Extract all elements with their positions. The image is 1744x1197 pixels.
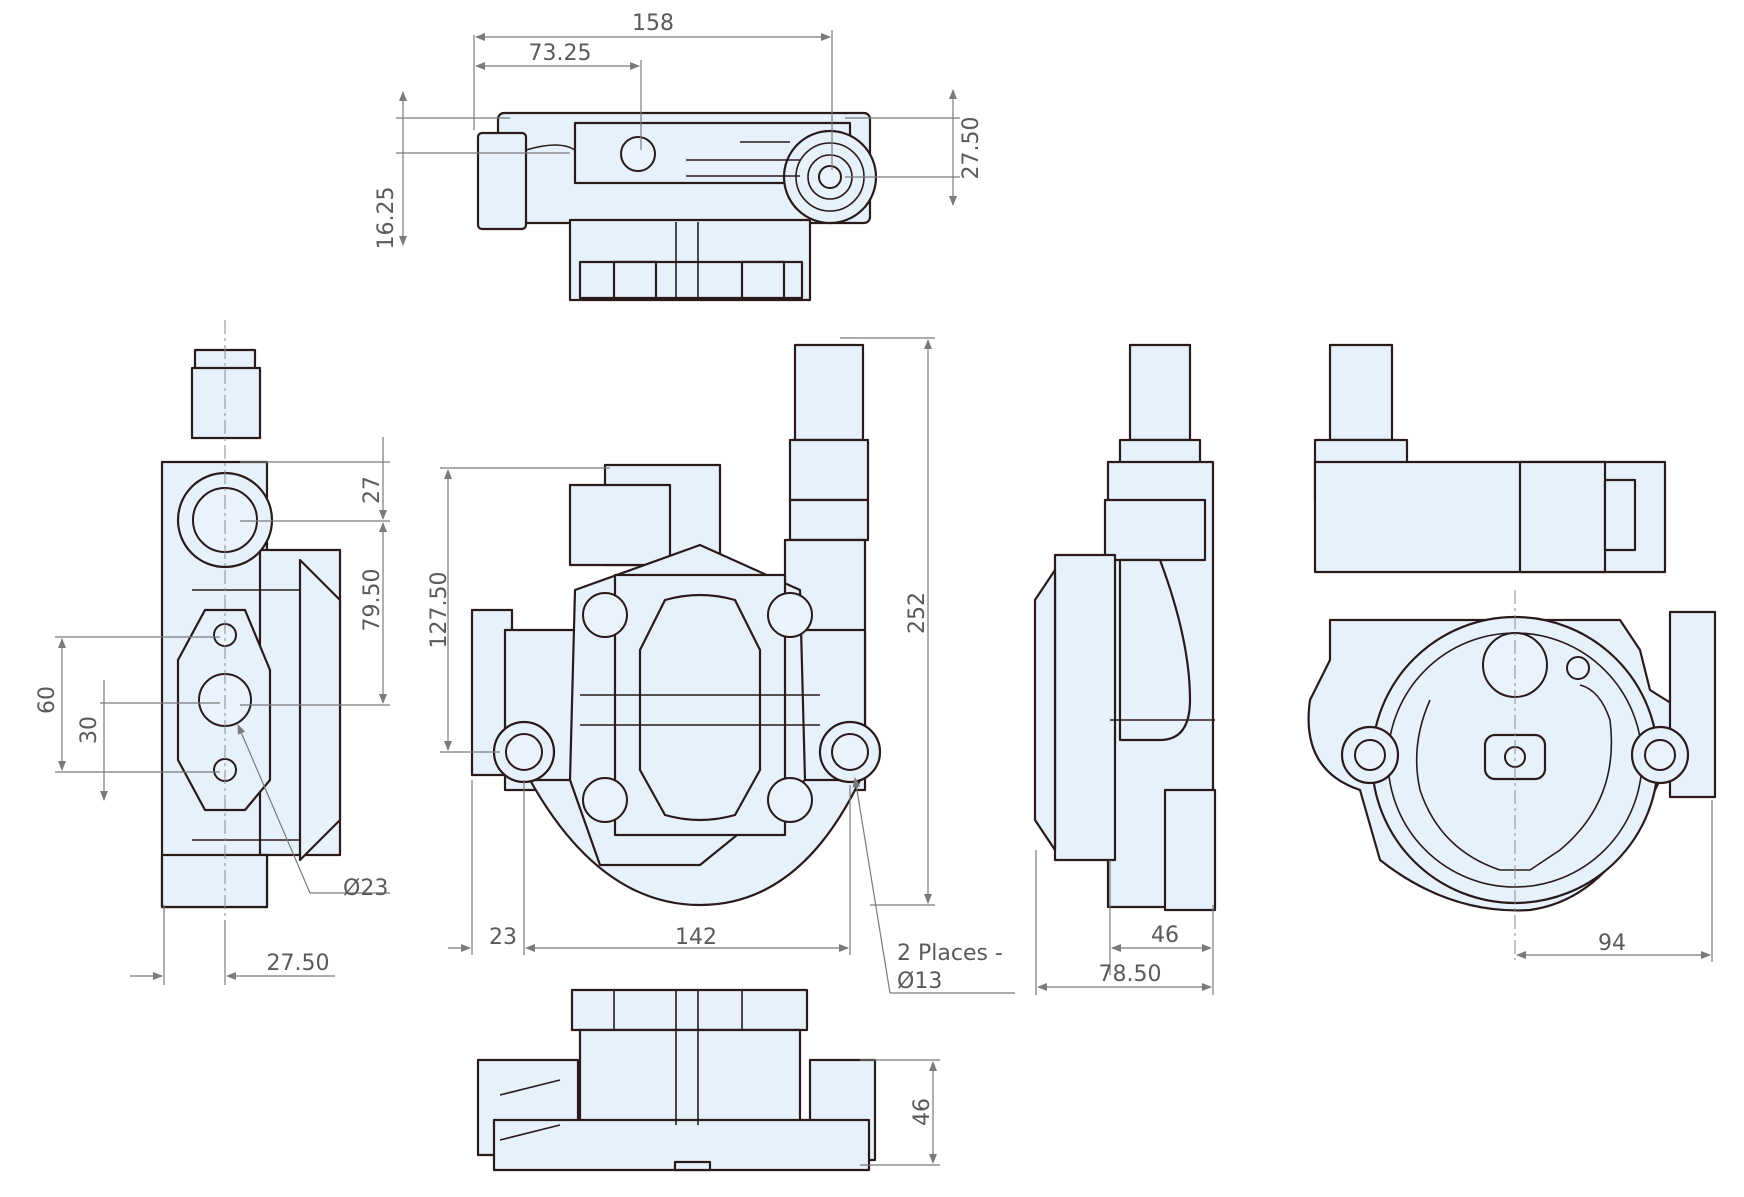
dim-front-23: 23 <box>489 925 517 950</box>
dim-bottom-46: 46 <box>910 1098 935 1126</box>
dim-places-line1: 2 Places - <box>897 941 1003 966</box>
dim-places-line2: Ø13 <box>897 969 942 994</box>
bottom-view <box>476 988 877 1172</box>
dim-side-60: 60 <box>35 686 60 714</box>
dim-front-142: 142 <box>675 925 717 950</box>
dim-side-27: 27 <box>360 476 385 504</box>
dim-top-offset: 73.25 <box>529 41 592 66</box>
dim-side-bottom-2750: 27.50 <box>267 951 330 976</box>
dim-side-30: 30 <box>77 716 102 744</box>
back-view <box>1307 343 1717 960</box>
front-view <box>470 343 882 907</box>
dim-right-7850: 78.50 <box>1099 962 1162 987</box>
dimension-lines <box>55 30 1713 1166</box>
dim-back-94: 94 <box>1598 931 1626 956</box>
left-side-view <box>160 320 342 920</box>
dim-side-dia23: Ø23 <box>343 876 388 901</box>
dim-right-46: 46 <box>1151 923 1179 948</box>
dim-front-12750: 127.50 <box>427 572 452 649</box>
right-side-view <box>1033 343 1217 912</box>
dim-top-width: 158 <box>632 11 674 36</box>
dimension-labels: 158 73.25 27.50 16.25 27 79.50 60 30 Ø23… <box>35 11 1626 1126</box>
dim-top-height-right: 27.50 <box>959 117 984 180</box>
top-view <box>476 111 878 302</box>
dim-front-252: 252 <box>905 592 930 634</box>
dim-top-height-left: 16.25 <box>374 187 399 250</box>
dim-side-7950: 79.50 <box>360 569 385 632</box>
